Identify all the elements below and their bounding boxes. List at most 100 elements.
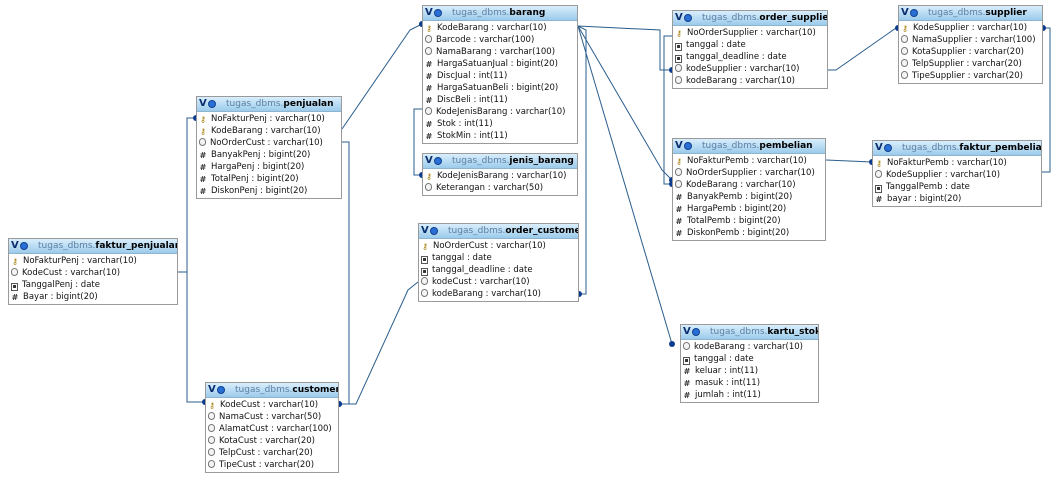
- column-row[interactable]: NoOrderSupplier : varchar(10): [673, 167, 825, 179]
- column-row[interactable]: NamaBarang : varchar(100): [423, 46, 577, 58]
- relationship-line-penjualan-barang[interactable]: [341, 23, 423, 130]
- column-row[interactable]: #DiskonPemb : bigint(20): [673, 227, 825, 239]
- column-row[interactable]: #Bayar : bigint(20): [9, 291, 177, 303]
- column-row[interactable]: kodeBarang : varchar(10): [673, 75, 827, 87]
- relationship-line-faktur-penjualan-penjualan[interactable]: [178, 117, 196, 273]
- column-row[interactable]: TelpCust : varchar(20): [206, 447, 338, 459]
- column-row[interactable]: Barcode : varchar(100): [423, 34, 577, 46]
- column-row[interactable]: ▪tanggal_deadline : date: [419, 264, 578, 276]
- column-row[interactable]: #bayar : bigint(20): [873, 193, 1041, 205]
- column-row[interactable]: Keterangan : varchar(50): [423, 182, 577, 194]
- column-row[interactable]: ⚷NoFakturPenj : varchar(10): [197, 113, 341, 125]
- column-row[interactable]: #Stok : int(11): [423, 118, 577, 130]
- column-row[interactable]: ⚷KodeJenisBarang : varchar(10): [423, 170, 577, 182]
- column-row[interactable]: #DiscBeli : int(11): [423, 94, 577, 106]
- column-row[interactable]: KodeSupplier : varchar(10): [873, 169, 1041, 181]
- column-row[interactable]: kodeSupplier : varchar(10): [673, 63, 827, 75]
- column-row[interactable]: ⚷NoFakturPenj : varchar(10): [9, 255, 177, 267]
- column-row[interactable]: AlamatCust : varchar(100): [206, 423, 338, 435]
- relationship-line-pembelian-faktur-pembelian[interactable]: [825, 159, 873, 163]
- column-row[interactable]: TipeSupplier : varchar(20): [899, 70, 1042, 82]
- column-row[interactable]: TipeCust : varchar(20): [206, 459, 338, 471]
- column-row[interactable]: #TotalPemb : bigint(20): [673, 215, 825, 227]
- relationship-line-order-supplier-supplier[interactable]: [828, 27, 898, 71]
- column-row[interactable]: #masuk : int(11): [681, 377, 818, 389]
- column-row[interactable]: NoOrderCust : varchar(10): [197, 137, 341, 149]
- relationship-line-barang-jenis-barang[interactable]: [413, 108, 422, 176]
- column-row[interactable]: ⚷KodeSupplier : varchar(10): [899, 22, 1042, 34]
- column-row[interactable]: #DiskonPenj : bigint(20): [197, 185, 341, 197]
- column-row[interactable]: KodeBarang : varchar(10): [673, 179, 825, 191]
- table-title: tugas_dbms.jenis_barang: [444, 156, 574, 166]
- relationship-line-faktur-penjualan-customer[interactable]: [178, 271, 205, 403]
- column-row[interactable]: ▪TanggalPenj : date: [9, 279, 177, 291]
- column-row[interactable]: #keluar : int(11): [681, 365, 818, 377]
- column-row[interactable]: ⚷KodeCust : varchar(10): [206, 399, 338, 411]
- column-row[interactable]: KotaSupplier : varchar(20): [899, 46, 1042, 58]
- column-row[interactable]: ▪tanggal : date: [673, 39, 827, 51]
- column-row[interactable]: TelpSupplier : varchar(20): [899, 58, 1042, 70]
- column-row[interactable]: ▪TanggalPemb : date: [873, 181, 1041, 193]
- relationship-line-barang-kartu-stok[interactable]: [577, 25, 673, 345]
- column-row[interactable]: #jumlah : int(11): [681, 389, 818, 401]
- column-row[interactable]: #BanyakPenj : bigint(20): [197, 149, 341, 161]
- relationship-line-order-customer-customer[interactable]: [339, 281, 419, 405]
- column-text: NamaSupplier : varchar(100): [912, 35, 1036, 45]
- column-row[interactable]: ▪tanggal_deadline : date: [673, 51, 827, 63]
- column-row[interactable]: kodeBarang : varchar(10): [419, 288, 578, 300]
- column-row[interactable]: ▪tanggal : date: [419, 252, 578, 264]
- schema-separator: .: [764, 327, 768, 337]
- relationship-line-barang-order-customer[interactable]: [577, 25, 587, 295]
- relationship-line-faktur-pembelian-supplier[interactable]: [1042, 27, 1051, 173]
- column-row[interactable]: NamaCust : varchar(50): [206, 411, 338, 423]
- column-row[interactable]: ⚷NoOrderSupplier : varchar(10): [673, 27, 827, 39]
- column-row[interactable]: NamaSupplier : varchar(100): [899, 34, 1042, 46]
- column-row[interactable]: #HargaSatuanBeli : bigint(20): [423, 82, 577, 94]
- column-row[interactable]: KodeCust : varchar(10): [9, 267, 177, 279]
- column-row[interactable]: #HargaSatuanJual : bigint(20): [423, 58, 577, 70]
- column-row[interactable]: KotaCust : varchar(20): [206, 435, 338, 447]
- column-row[interactable]: kodeCust : varchar(10): [419, 276, 578, 288]
- column-row[interactable]: #TotalPenj : bigint(20): [197, 173, 341, 185]
- column-row[interactable]: #StokMin : int(11): [423, 130, 577, 142]
- column-row[interactable]: KodeJenisBarang : varchar(10): [423, 106, 577, 118]
- v-icon: V: [208, 384, 216, 395]
- column-row[interactable]: ⚷KodeBarang : varchar(10): [197, 125, 341, 137]
- column-row[interactable]: #HargaPenj : bigint(20): [197, 161, 341, 173]
- column-row[interactable]: #HargaPemb : bigint(20): [673, 203, 825, 215]
- relationship-line-barang-pembelian[interactable]: [577, 25, 673, 181]
- column-row[interactable]: ▪tanggal : date: [681, 353, 818, 365]
- column-row[interactable]: ⚷NoFakturPemb : varchar(10): [873, 157, 1041, 169]
- column-row[interactable]: ⚷NoOrderCust : varchar(10): [419, 240, 578, 252]
- column-row[interactable]: #DiscJual : int(11): [423, 70, 577, 82]
- column-row[interactable]: #BanyakPemb : bigint(20): [673, 191, 825, 203]
- column-row[interactable]: ⚷NoFakturPemb : varchar(10): [673, 155, 825, 167]
- column-row[interactable]: kodeBarang : varchar(10): [681, 341, 818, 353]
- column-row[interactable]: ⚷KodeBarang : varchar(10): [423, 22, 577, 34]
- relationship-line-order-supplier-pembelian[interactable]: [663, 35, 672, 185]
- relationship-line-barang-order-supplier[interactable]: [577, 25, 672, 71]
- table-name: barang: [509, 8, 546, 18]
